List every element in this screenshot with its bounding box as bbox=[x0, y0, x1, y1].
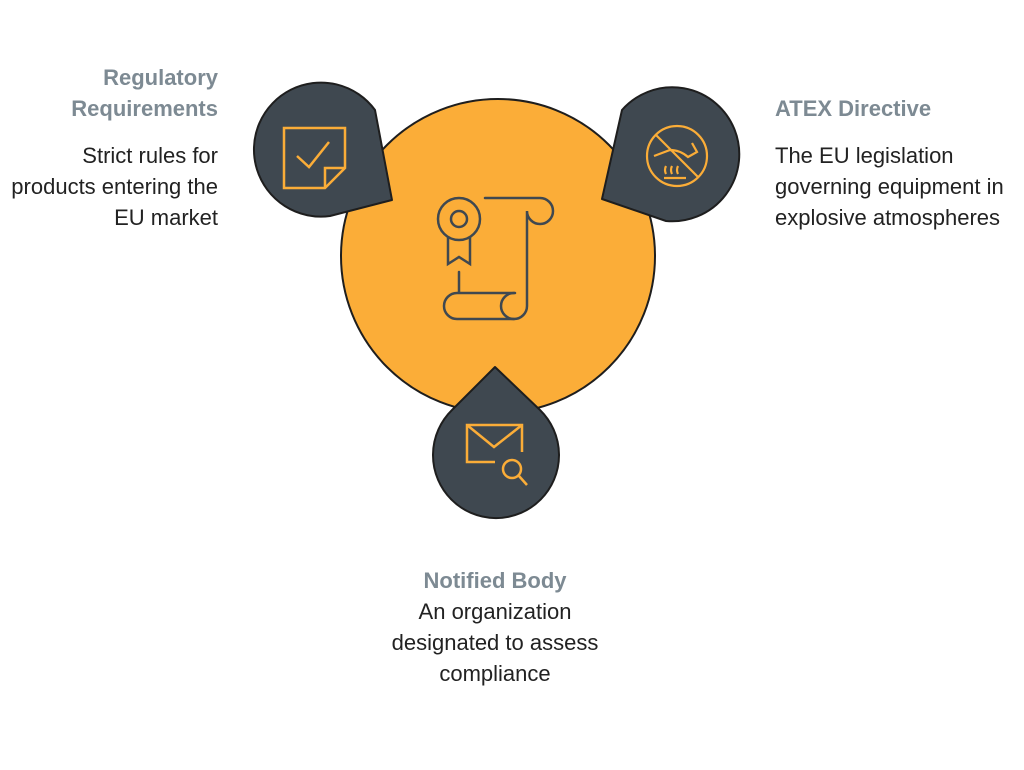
certificate-scroll-icon bbox=[436, 196, 555, 321]
pin-notified-body bbox=[432, 366, 560, 520]
pin-regulatory-requirements bbox=[252, 81, 393, 218]
checked-note-icon bbox=[282, 126, 347, 190]
node-title-atex-directive: ATEX Directive bbox=[775, 96, 932, 121]
node-title-regulatory-requirements: Regulatory Requirements bbox=[71, 65, 218, 121]
center-circle bbox=[340, 98, 656, 414]
node-description-notified-body: An organization designated to assess com… bbox=[391, 599, 599, 686]
node-description-atex-directive: The EU legislation governing equipment i… bbox=[775, 143, 1004, 230]
pin-atex-directive bbox=[601, 86, 741, 223]
node-description-regulatory-requirements: Strict rules for products entering the E… bbox=[11, 143, 218, 230]
mail-search-icon bbox=[465, 423, 528, 486]
no-heat-hand-icon bbox=[645, 124, 709, 188]
node-title-notified-body: Notified Body bbox=[423, 568, 567, 593]
